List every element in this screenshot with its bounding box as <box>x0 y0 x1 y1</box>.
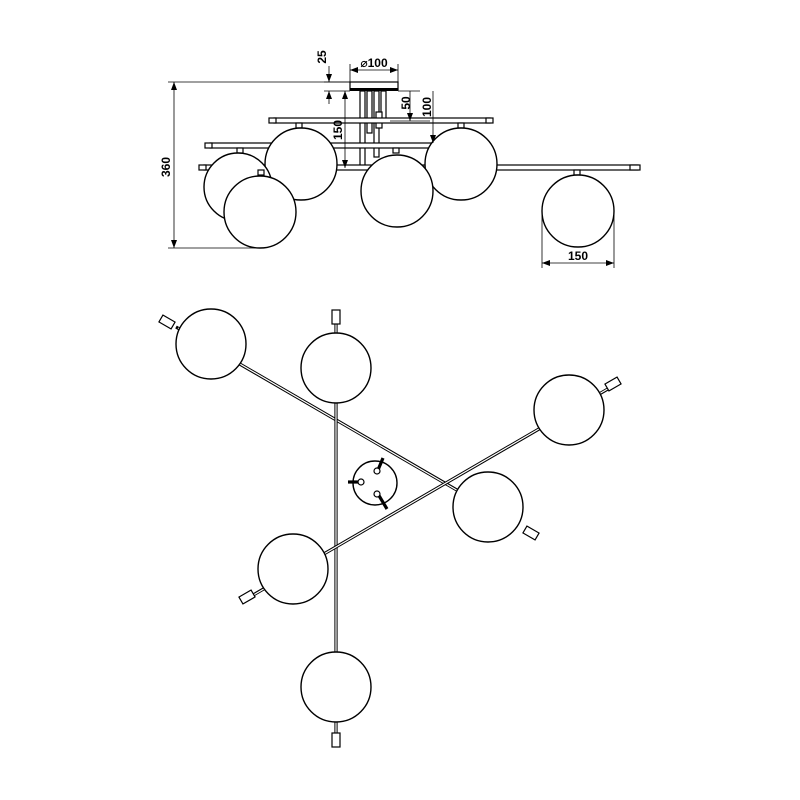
side-elevation-view: 360 25 ⌀100 50 <box>159 50 641 268</box>
canopy-bottom <box>350 88 398 91</box>
canopy-diameter-label: ⌀100 <box>360 56 388 70</box>
plan-globe <box>452 471 524 543</box>
rod-offset-label: 50 <box>399 96 413 110</box>
rod-drop-label: 100 <box>420 97 434 117</box>
dimension-canopy-thickness: 25 <box>315 50 350 104</box>
side-globe <box>223 175 297 249</box>
plan-globe <box>175 308 247 380</box>
canopy-thickness-label: 25 <box>315 50 329 64</box>
dimension-total-height: 360 <box>159 81 350 249</box>
dimension-stem-height: 150 <box>331 91 348 168</box>
top-plan-view <box>158 308 622 748</box>
dimension-globe-diameter: 150 <box>541 211 615 268</box>
plan-globe <box>300 332 372 404</box>
plan-end-caps <box>158 309 622 748</box>
side-globe <box>264 127 338 201</box>
dimension-canopy-diameter: ⌀100 <box>349 56 399 82</box>
side-globe <box>360 154 434 228</box>
globe-diameter-label: 150 <box>568 249 588 263</box>
side-globes <box>203 122 615 249</box>
plan-globe <box>300 651 372 723</box>
stem-height-label: 150 <box>331 120 345 140</box>
side-globe <box>424 127 498 201</box>
plan-canopy <box>348 457 398 510</box>
stems <box>359 90 387 169</box>
plan-globe <box>533 374 605 446</box>
side-globe <box>541 174 615 248</box>
total-height-label: 360 <box>159 157 173 177</box>
plan-globe <box>257 533 329 605</box>
dimension-rod-drops: 50 100 <box>390 90 436 143</box>
